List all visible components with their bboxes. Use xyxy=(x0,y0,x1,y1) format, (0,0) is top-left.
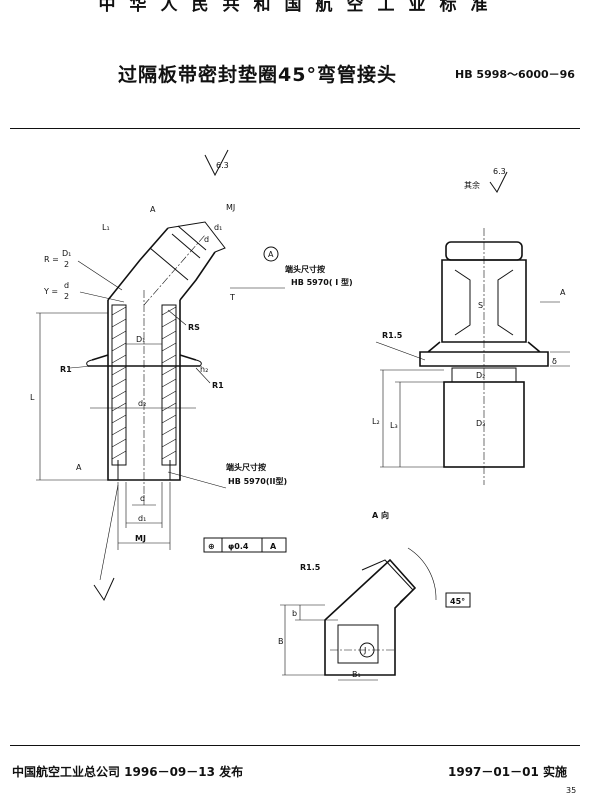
label-end-size-bottom-std: HB 5970(II型) xyxy=(228,476,287,486)
label-d1-top: d₁ xyxy=(214,223,222,232)
label-roughness-top: 6.3 xyxy=(216,161,229,170)
side-view xyxy=(375,171,570,485)
label-d2-right: D₂ xyxy=(476,371,485,380)
label-y-den: 2 xyxy=(64,292,69,301)
technical-drawing: L₁ A MJ d₁ d 6.3 R = D₁ 2 Y = d 2 A T RS… xyxy=(30,149,570,681)
label-r1-right: R1 xyxy=(212,381,224,390)
label-b1: B₁ xyxy=(352,670,361,679)
label-r-formula: R = xyxy=(44,255,59,264)
label-d2: d₂ xyxy=(138,399,146,408)
footer-effective-date: 1997－01－01 实施 xyxy=(448,765,567,779)
label-rest-roughness-value: 6.3 xyxy=(493,167,506,176)
footer-issuer: 中国航空工业总公司 1996－09－13 发布 xyxy=(12,765,244,779)
standard-code: HB 5998～6000－96 xyxy=(455,68,575,81)
label-rest-roughness: 其余 xyxy=(464,180,480,190)
tolerance-symbol: ⊕ xyxy=(208,542,215,551)
label-delta: δ xyxy=(552,357,557,366)
label-mj-bottom: MJ xyxy=(135,534,146,543)
label-s: S xyxy=(478,301,483,310)
label-l2: L₂ xyxy=(372,417,380,426)
label-r15-right: R1.5 xyxy=(382,331,403,340)
label-a-top: A xyxy=(150,205,156,214)
footer-rule xyxy=(10,745,580,746)
label-d-bottom: d xyxy=(140,494,145,503)
label-y-formula: Y = xyxy=(43,287,58,296)
label-r15-bottom: R1.5 xyxy=(300,563,321,572)
tolerance-value: φ0.4 xyxy=(228,542,249,551)
label-end-size-top: 端头尺寸按 xyxy=(285,264,325,274)
header-rule xyxy=(10,128,580,129)
label-l: L xyxy=(30,393,35,402)
label-big-d1: D₁ xyxy=(136,335,145,344)
label-rs: RS xyxy=(188,323,200,332)
label-y-num: d xyxy=(64,281,69,290)
label-end-size-top-std: HB 5970( I 型) xyxy=(291,277,353,287)
label-d3: D₃ xyxy=(476,419,485,428)
label-r-num: D₁ xyxy=(62,249,71,258)
tolerance-datum: A xyxy=(270,542,277,551)
page-number: 35 xyxy=(566,786,577,795)
label-arrow-a: A xyxy=(560,288,566,297)
label-t: T xyxy=(229,293,235,302)
label-b-small: b xyxy=(292,609,297,618)
label-l3: L₃ xyxy=(390,421,398,430)
angle-box xyxy=(445,592,471,608)
label-view-a: A 向 xyxy=(372,510,389,520)
label-d-top: d xyxy=(204,235,209,244)
label-circle-j: J xyxy=(363,646,366,655)
label-mj-top: MJ xyxy=(226,203,235,212)
view-a xyxy=(280,547,437,681)
label-angle: 45° xyxy=(450,597,465,606)
label-end-size-bottom: 端头尺寸按 xyxy=(226,462,266,472)
main-section-view xyxy=(36,149,285,602)
label-r1-left: R1 xyxy=(60,365,72,374)
header-organization: 中华人民共和国航空工业标准 xyxy=(98,0,502,15)
label-l1: L₁ xyxy=(102,223,110,232)
label-a-bottom: A xyxy=(76,463,82,472)
label-b-big: B xyxy=(278,637,284,646)
label-r-den: 2 xyxy=(64,260,69,269)
document-title: 过隔板带密封垫圈45°弯管接头 xyxy=(118,64,397,86)
label-circle-a: A xyxy=(268,250,274,259)
label-d1-bottom: d₁ xyxy=(138,514,146,523)
tolerance-frame xyxy=(203,537,287,553)
label-h2: h₂ xyxy=(200,365,208,374)
